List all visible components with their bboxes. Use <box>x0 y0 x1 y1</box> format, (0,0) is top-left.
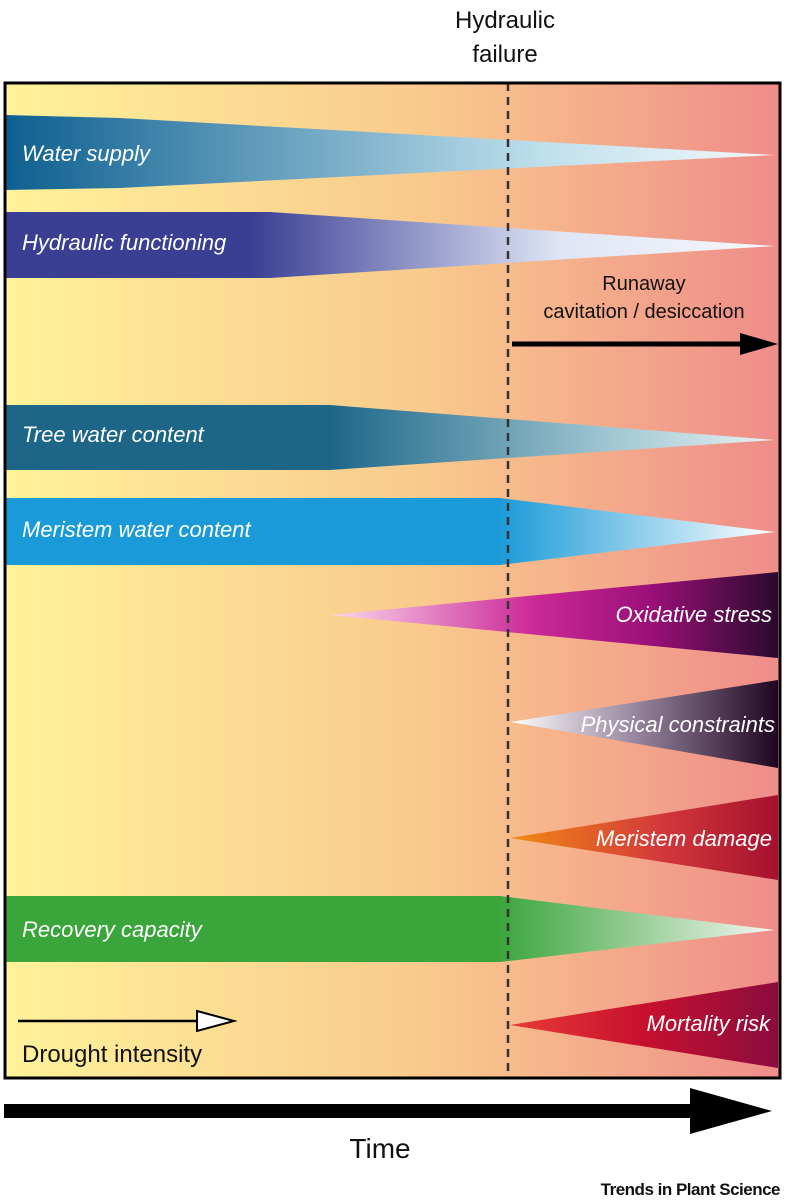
hydraulic-functioning-label: Hydraulic functioning <box>22 230 227 255</box>
recovery-capacity-label: Recovery capacity <box>22 917 204 942</box>
drought-arrow-head <box>196 1009 238 1033</box>
hydraulic-functioning-band <box>5 212 775 278</box>
oxidative-stress-band <box>330 572 778 658</box>
tree-water-content-label: Tree water content <box>22 422 205 447</box>
water-supply-band <box>5 115 775 190</box>
runaway-label-line1: Runaway <box>602 273 685 295</box>
physical-constraints-label: Physical constraints <box>581 712 775 737</box>
hydraulic-failure-label-line2: failure <box>472 41 537 68</box>
meristem-water-content-band <box>5 498 775 565</box>
panel-border <box>3 81 782 1080</box>
meristem-damage-band <box>510 795 778 880</box>
time-label: Time <box>349 1133 410 1164</box>
drought-intensity-label: Drought intensity <box>22 1041 202 1068</box>
journal-credit: Trends in Plant Science <box>601 1180 780 1199</box>
water-supply-label: Water supply <box>22 141 152 166</box>
physical-constraints-band <box>510 680 778 768</box>
meristem-water-content-label: Meristem water content <box>22 517 252 542</box>
mortality-risk-label: Mortality risk <box>647 1011 771 1036</box>
time-arrow <box>4 1088 772 1134</box>
hydraulic-failure-label-line1: Hydraulic <box>455 7 555 34</box>
oxidative-stress-label: Oxidative stress <box>616 602 773 627</box>
tree-water-content-band <box>5 405 775 470</box>
runaway-arrow-head <box>740 333 778 355</box>
meristem-damage-label: Meristem damage <box>596 826 772 851</box>
mortality-risk-band <box>510 982 778 1068</box>
recovery-capacity-band <box>5 896 775 962</box>
runaway-label-line2: cavitation / desiccation <box>543 301 744 323</box>
